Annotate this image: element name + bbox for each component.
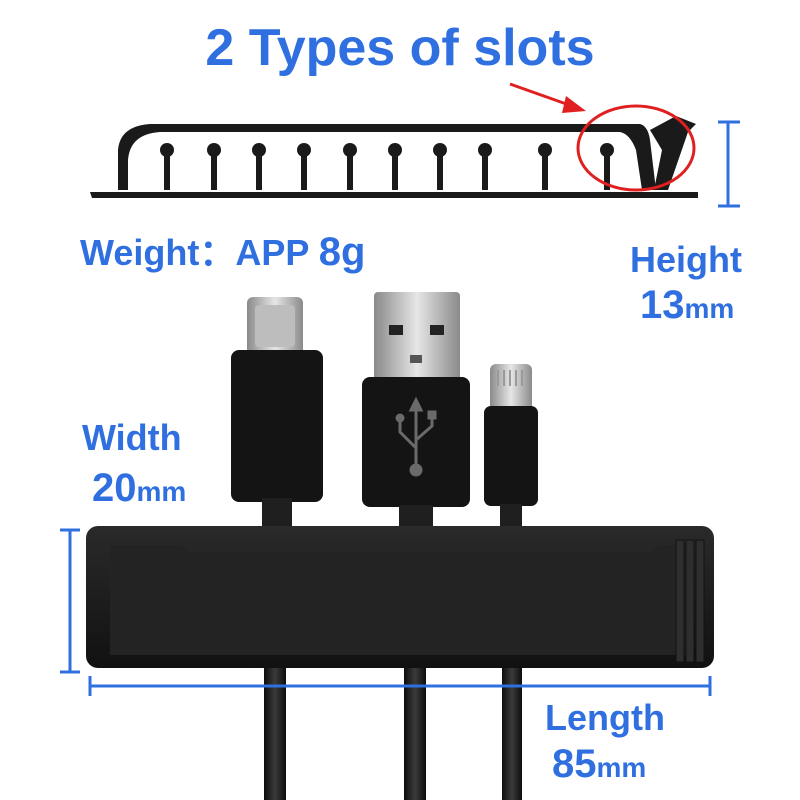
height-unit: mm bbox=[684, 293, 735, 324]
width-unit: mm bbox=[136, 476, 187, 507]
length-value: 85 bbox=[552, 742, 597, 786]
height-dimension-bar bbox=[718, 120, 740, 208]
usb-c-connector bbox=[231, 297, 323, 544]
lightning-connector bbox=[484, 364, 538, 548]
length-spec: 85mm bbox=[552, 744, 646, 784]
cables bbox=[264, 648, 522, 800]
width-spec: 20mm bbox=[92, 468, 186, 508]
weight-label: Weight：APP bbox=[80, 232, 309, 273]
width-dimension-bar bbox=[60, 528, 80, 674]
cable-organizer-body bbox=[86, 526, 714, 668]
slot-highlight bbox=[576, 104, 696, 192]
height-value: 13 bbox=[640, 283, 685, 327]
weight-spec: Weight：APP 8g bbox=[80, 232, 365, 272]
height-spec: 13mm bbox=[640, 285, 734, 325]
length-label: Length bbox=[545, 697, 665, 738]
length-dimension-bar bbox=[88, 676, 712, 696]
arrow-pointer-icon bbox=[509, 82, 586, 113]
weight-value: 8g bbox=[318, 230, 366, 274]
height-label: Height bbox=[630, 239, 742, 280]
width-label: Width bbox=[82, 417, 182, 458]
page-title: 2 Types of slots bbox=[205, 19, 595, 77]
side-profile-view bbox=[90, 116, 698, 198]
length-unit: mm bbox=[596, 752, 647, 783]
width-value: 20 bbox=[92, 466, 137, 510]
usb-symbol-icon bbox=[395, 396, 437, 477]
